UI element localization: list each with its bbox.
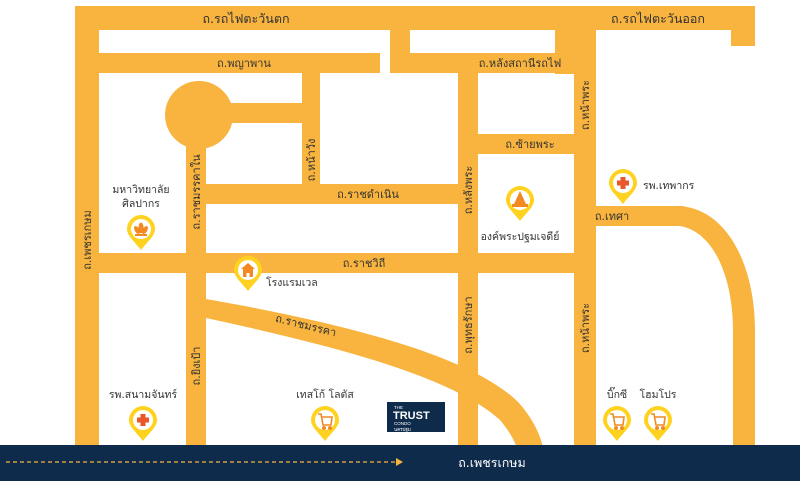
house-icon bbox=[241, 263, 255, 277]
road-right-top bbox=[731, 6, 755, 46]
label-phaya-phan: ถ.พญาพาน bbox=[217, 57, 271, 70]
project-logo-sub: CONDO bbox=[394, 421, 411, 426]
big-c-label: บิ๊กซี bbox=[607, 386, 627, 401]
project-logo-thai: นครปฐม bbox=[394, 427, 411, 433]
silpakorn-label-2: ศิลปากร bbox=[122, 198, 160, 210]
hotel-label: โรงแรมเวล bbox=[266, 276, 318, 289]
road-ratcha-dam-noen bbox=[206, 184, 458, 204]
stupa-icon bbox=[512, 191, 528, 207]
tesco-label: เทสโก้ โลตัส bbox=[296, 388, 354, 401]
label-ratchadamnoen-nai: ถ.ราชมรรคาใน bbox=[190, 154, 203, 230]
homepro-label: โฮมโปร bbox=[640, 388, 677, 401]
shopping-cart-icon bbox=[651, 413, 666, 431]
sanam-chan-label: รพ.สนามจันทร์ bbox=[109, 388, 178, 401]
big-c-pin[interactable] bbox=[603, 406, 631, 441]
road-network bbox=[75, 6, 755, 448]
project-logo-name: TRUST bbox=[393, 410, 430, 422]
road-right-mid bbox=[555, 6, 575, 74]
road-phaya-phan bbox=[99, 53, 380, 73]
label-na-phra-bottom: ถ.หน้าพระ bbox=[579, 303, 592, 353]
hospital-cross-icon bbox=[137, 414, 149, 426]
label-thesa: ถ.เทศา bbox=[595, 210, 629, 223]
label-lang-phra: ถ.หลังพระ bbox=[462, 166, 475, 215]
road-thesa-curve bbox=[680, 206, 755, 448]
project-logo[interactable]: THE TRUST CONDO นครปฐม bbox=[387, 402, 445, 433]
road-labels: ถ.รถไฟตะวันตก ถ.รถไฟตะวันออก ถ.พญาพาน ถ.… bbox=[81, 11, 705, 385]
thephakon-label: รพ.เทพากร bbox=[643, 180, 695, 192]
label-thessaban: ถ.ยิงเป้า bbox=[190, 347, 203, 386]
label-na-wang: ถ.หน้าวัง bbox=[305, 139, 318, 182]
road-na-phra bbox=[574, 28, 596, 448]
shopping-cart-icon bbox=[318, 413, 333, 431]
sanam-chan-pin[interactable] bbox=[129, 406, 157, 441]
phra-pathom-pin[interactable] bbox=[506, 186, 534, 221]
label-na-phra-top: ถ.หน้าพระ bbox=[579, 80, 592, 130]
road-thesa bbox=[574, 206, 684, 226]
direction-arrow-head bbox=[396, 458, 403, 466]
homepro-pin[interactable] bbox=[644, 406, 672, 441]
label-lang-sathani: ถ.หลังสถานีรถไฟ bbox=[479, 57, 561, 70]
thephakon-pin[interactable] bbox=[609, 169, 637, 204]
shopping-cart-icon bbox=[610, 413, 625, 431]
road-lang-sathani-h bbox=[390, 53, 580, 73]
road-ratchamankha bbox=[200, 298, 543, 448]
project-logo-small: THE bbox=[394, 405, 403, 410]
label-rot-fai-west: ถ.รถไฟตะวันตก bbox=[202, 11, 289, 26]
label-phutthaksa: ถ.พุทธรักษา bbox=[462, 296, 475, 353]
road-ratchawithi bbox=[99, 253, 576, 273]
hospital-cross-icon bbox=[617, 177, 629, 189]
project-logo-box bbox=[387, 402, 445, 432]
main-road-label: ถ.เพชรเกษม bbox=[458, 455, 526, 470]
label-ratchawithi: ถ.ราชวิถี bbox=[343, 257, 386, 270]
phra-pathom-label: องค์พระปฐมเจดีย์ bbox=[481, 230, 560, 243]
hotel-pin[interactable] bbox=[234, 256, 262, 291]
label-sai-phra: ถ.ซ้ายพระ bbox=[505, 138, 554, 151]
silpakorn-label-1: มหาวิทยาลัย bbox=[112, 184, 169, 196]
label-rot-fai-east: ถ.รถไฟตะวันออก bbox=[611, 11, 705, 26]
tesco-pin[interactable] bbox=[311, 406, 339, 441]
road-roundabout-east bbox=[199, 103, 319, 123]
road-lang-sathani bbox=[390, 6, 410, 54]
silpakorn-pin[interactable] bbox=[127, 215, 155, 250]
road-phetkasem-left bbox=[75, 6, 99, 448]
lotus-icon bbox=[134, 222, 148, 236]
label-phetkasem-left: ถ.เพชรเกษม bbox=[81, 210, 94, 269]
road-ratchadamnoen-nai bbox=[186, 115, 206, 448]
road-sai-phra bbox=[458, 134, 576, 154]
road-na-wang bbox=[302, 73, 320, 193]
label-ratcha-dam-noen: ถ.ราชดำเนิน bbox=[337, 188, 399, 201]
road-rot-fai bbox=[75, 6, 755, 30]
